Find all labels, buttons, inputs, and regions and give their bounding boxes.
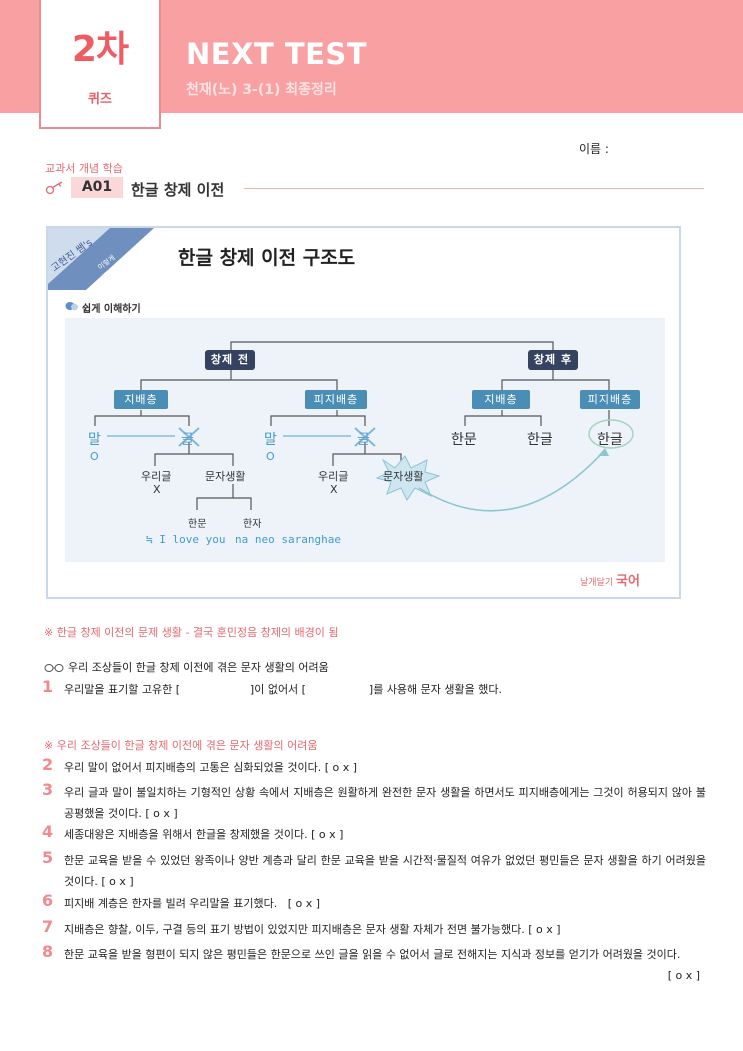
intro-text: 우리 조상들이 한글 창제 이전에 겪은 문자 생활의 어려움 [68, 661, 329, 674]
our-writing-ruled: 우리글 [318, 470, 349, 483]
literacy-ruling: 문자생활 [205, 470, 246, 483]
question-7: 7 지배층은 향찰, 이두, 구결 등의 표기 방법이 있었지만 피지배층은 문… [42, 917, 706, 940]
structure-panel: 고현진 쌤's 이렇게 생각해쓰! 한글 창제 이전 구조도 쉽게 이해하기 [46, 226, 681, 599]
note-difficulties: ※ 우리 조상들이 한글 창제 이전에 겪은 문자 생활의 어려움 [44, 739, 318, 752]
writing-ruled: 글 [357, 432, 370, 448]
ruled-class-box-after: 피지배층 [580, 390, 640, 409]
brand-small-text: 날개달기 [580, 578, 614, 588]
speech-ruling-o: O [90, 450, 99, 463]
speech-ruled-o: O [266, 450, 275, 463]
key-icon [45, 181, 63, 195]
question-text: 지배층은 향찰, 이두, 구결 등의 표기 방법이 있었지만 피지배층은 문자 … [64, 923, 561, 936]
question-6: 6 피지배 계층은 한자를 빌려 우리말을 표기했다. [ o x ] [42, 891, 706, 914]
section-label: 교과서 개념 학습 [45, 162, 123, 175]
round-number: 2차 [71, 29, 129, 70]
question-ox: [ o x ] [667, 969, 700, 982]
question-text: 세종대왕은 지배층을 위해서 한글을 창제했을 것이다. [ o x ] [64, 828, 344, 841]
our-writing-ruled-x: X [330, 483, 338, 496]
question-text: 우리 말이 없어서 피지배층의 고통은 심화되었을 것이다. [ o x ] [64, 761, 358, 774]
question-number: 5 [42, 848, 54, 867]
literacy-ruled: 문자생활 [383, 470, 424, 483]
question-text: 우리말을 표기할 고유한 [ ]이 없어서 [ ]를 사용해 문자 생활을 했다… [64, 683, 502, 696]
page-title: NEXT TEST [186, 37, 368, 71]
glasses-icon [44, 664, 64, 672]
note-background: ※ 한글 창제 이전의 문제 생활 - 결국 훈민정음 창제의 배경이 됨 [44, 626, 339, 639]
question-8: 8 한문 교육을 받을 형편이 되지 않은 평민들은 한문으로 쓰인 글을 읽을… [42, 942, 706, 986]
section-title: 한글 창제 이전 [131, 181, 225, 199]
our-writing-ruling-x: X [153, 483, 161, 496]
question-number: 7 [42, 917, 54, 936]
example-korean-romanized: na neo saranghae [235, 533, 341, 546]
question-3: 3 우리 글과 말이 불일치하는 기형적인 상황 속에서 지배층은 원활하게 완… [42, 780, 706, 824]
section-code-badge: A01 [71, 177, 123, 198]
hanmun-after: 한문 [451, 432, 477, 448]
page-subtitle: 천재(노) 3-(1) 최종정리 [186, 82, 337, 98]
hanja-label: 한자 [243, 519, 262, 530]
bubble-icon [65, 302, 78, 311]
ruled-class-box-before: 피지배층 [305, 390, 367, 409]
easy-understand-label: 쉽게 이해하기 [82, 304, 141, 315]
question-number: 2 [42, 755, 54, 774]
question-4: 4 세종대왕은 지배층을 위해서 한글을 창제했을 것이다. [ o x ] [42, 822, 706, 845]
our-writing-ruling: 우리글 [141, 470, 172, 483]
question-number: 4 [42, 822, 54, 841]
hanmun-label: 한문 [188, 519, 207, 530]
brand-logo: 날개달기 국어 [580, 570, 640, 589]
tree-lines [94, 341, 634, 512]
example-english: ≒ I love you [146, 533, 226, 546]
question-number: 8 [42, 942, 54, 961]
question-number: 6 [42, 891, 54, 910]
question-number: 1 [42, 677, 54, 696]
writing-ruling: 글 [181, 432, 194, 448]
panel-title: 한글 창제 이전 구조도 [178, 247, 356, 269]
question-5: 5 한문 교육을 받을 수 있었던 왕족이나 양반 계층과 달리 한문 교육을 … [42, 848, 706, 892]
question-1: 1 우리말을 표기할 고유한 [ ]이 없어서 [ ]를 사용해 문자 생활을 … [42, 677, 706, 700]
speech-ruling: 말 [88, 432, 101, 448]
question-2: 2 우리 말이 없어서 피지배층의 고통은 심화되었을 것이다. [ o x ] [42, 755, 706, 778]
ruling-class-box-after: 지배층 [472, 390, 530, 409]
after-creation-box: 창제 후 [528, 350, 578, 370]
panel-corner-ribbon: 고현진 쌤's 이렇게 생각해쓰! [48, 228, 154, 290]
speech-ruled: 말 [264, 432, 277, 448]
question-text: 한문 교육을 받을 형편이 되지 않은 평민들은 한문으로 쓰인 글을 읽을 수… [64, 948, 681, 961]
hangul-ruled-after: 한글 [597, 432, 623, 448]
question-text: 한문 교육을 받을 수 있었던 왕족이나 양반 계층과 달리 한문 교육을 받을… [64, 854, 706, 888]
question-text: 우리 글과 말이 불일치하는 기형적인 상황 속에서 지배층은 원활하게 완전한… [64, 786, 706, 820]
question-text: 피지배 계층은 한자를 빌려 우리말을 표기했다. [ o x ] [64, 897, 321, 910]
intro-line: 우리 조상들이 한글 창제 이전에 겪은 문자 생활의 어려움 [44, 659, 329, 675]
question-number: 3 [42, 780, 54, 799]
section-divider [244, 188, 704, 189]
round-label: 퀴즈 [88, 92, 112, 107]
brand-big-text: 국어 [616, 574, 640, 589]
name-label: 이름 : [579, 142, 609, 156]
round-box: 2차 퀴즈 [39, 0, 161, 129]
ruling-class-box-before: 지배층 [114, 390, 168, 409]
hangul-ruling-after: 한글 [527, 432, 553, 448]
before-creation-box: 창제 전 [205, 350, 255, 370]
